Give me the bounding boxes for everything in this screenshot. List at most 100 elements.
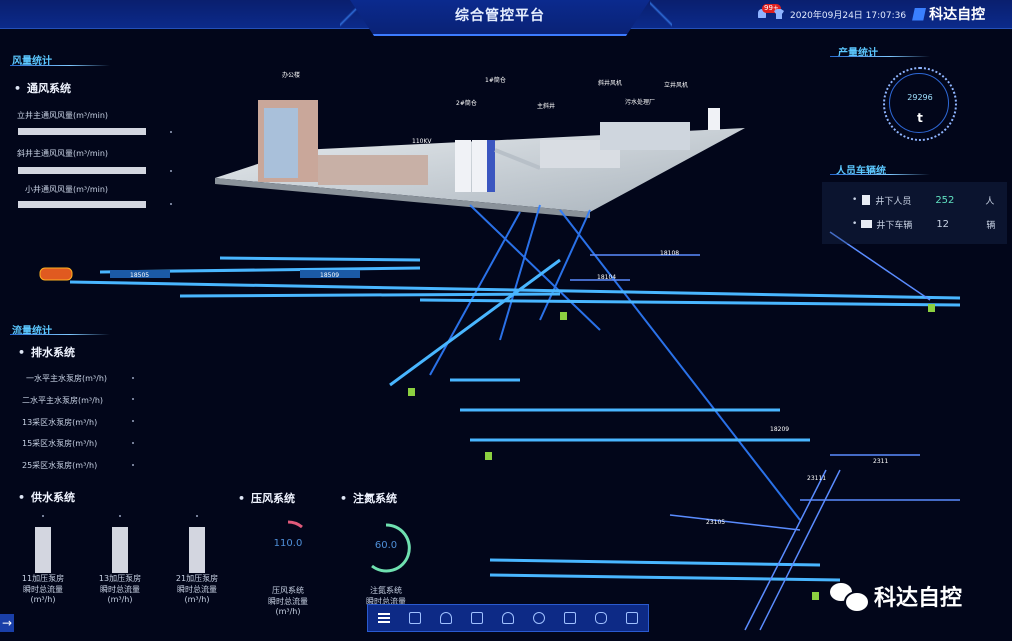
- ventilation-system-label: 通风系统: [14, 80, 71, 96]
- drain-item-label: 15采区水泵房(m³/h): [22, 439, 98, 448]
- supply-item: 21加压泵房 瞬时总流量 (m³/h): [172, 515, 222, 604]
- pump-icon[interactable]: [595, 612, 608, 624]
- drain-item-label: 二水平主水泵房(m³/h): [22, 396, 104, 405]
- person-location-icon[interactable]: [439, 612, 452, 624]
- production-unit: t: [917, 111, 923, 125]
- panel-icon[interactable]: [408, 612, 421, 624]
- vehicle-row[interactable]: • 井下车辆 12 辆: [852, 218, 996, 231]
- supply-item: 13加压泵房 瞬时总流量 (m³/h): [95, 515, 145, 604]
- notification-bell-icon[interactable]: 99+: [756, 4, 781, 20]
- datetime: 2020年09月24日 17:07:36: [790, 10, 907, 21]
- supply-value: [119, 515, 121, 517]
- layers-icon[interactable]: [533, 612, 546, 624]
- compressed-air-label: 压风系统: [238, 490, 295, 506]
- supply-bar: [35, 527, 51, 573]
- wind-item-value: [170, 170, 172, 172]
- flow-title-underline: [10, 334, 110, 335]
- personnel-label: 井下人员: [875, 196, 912, 207]
- supply-value: [42, 515, 44, 517]
- brand-name: 科达自控: [929, 7, 986, 23]
- window-icon[interactable]: [564, 612, 577, 624]
- watermark: 科达自控: [830, 580, 963, 613]
- apps-icon[interactable]: [626, 612, 639, 624]
- wind-item-label: 小井通风风量(m³/min): [25, 185, 109, 194]
- svg-text:23111: 23111: [807, 475, 826, 482]
- person-icon: [862, 195, 871, 205]
- nitrogen-system-label: 注氮系统: [340, 490, 397, 506]
- production-ring-inner: [889, 73, 949, 133]
- nitrogen-gauge-label: 注氮系统瞬时总流量: [366, 586, 406, 606]
- notification-badge: 99+: [762, 4, 781, 13]
- drain-item-value: [132, 464, 134, 466]
- vehicle-label: 井下车辆: [876, 220, 913, 231]
- flow-stats-title: 流量统计: [12, 326, 52, 337]
- wechat-icon: [830, 581, 870, 613]
- svg-text:23105: 23105: [706, 519, 725, 526]
- svg-text:办公楼: 办公楼: [282, 71, 300, 79]
- drain-item-value: [132, 420, 134, 422]
- page-title: 综合管控平台: [455, 8, 545, 24]
- air-gauge-value: 110.0: [273, 538, 303, 549]
- wind-item-label: 立井主通风风量(m³/min): [17, 111, 109, 120]
- supply-unit: (m³/h): [107, 595, 133, 604]
- brand-mark-icon: [912, 7, 927, 21]
- svg-text:斜井风机: 斜井风机: [598, 79, 622, 87]
- water-supply-label: 供水系统: [18, 489, 75, 505]
- svg-text:18108: 18108: [660, 250, 679, 257]
- wind-item-value: [170, 203, 172, 205]
- production-ring: [883, 67, 957, 141]
- nitrogen-gauge: [371, 523, 411, 573]
- personnel-title-underline: [830, 174, 930, 175]
- personnel-vehicle-box: • 井下人员 252 人 • 井下车辆 12 辆: [822, 182, 1007, 244]
- page-title-tab: 综合管控平台: [350, 0, 650, 36]
- drain-item-label: 25采区水泵房(m³/h): [22, 461, 98, 470]
- svg-text:污水处理厂: 污水处理厂: [625, 98, 655, 106]
- brand-logo: 科达自控: [912, 4, 985, 24]
- svg-text:2#筒仓: 2#筒仓: [456, 99, 477, 107]
- air-gauge-label: 压风系统瞬时总流量(m³/h): [268, 586, 308, 616]
- supply-bar: [112, 527, 128, 573]
- supply-unit: (m³/h): [30, 595, 56, 604]
- supply-label-line2: 瞬时总流量: [100, 585, 140, 594]
- svg-text:18104: 18104: [597, 274, 616, 281]
- supply-label-line1: 13加压泵房: [98, 574, 142, 583]
- production-value: 29296: [907, 93, 933, 102]
- drain-item-value: [132, 398, 134, 400]
- svg-text:18509: 18509: [320, 272, 339, 279]
- mine-3d-map[interactable]: 18505 18509 18108 18104 18209 2311 23111…: [0, 60, 1012, 641]
- watermark-text: 科达自控: [874, 586, 963, 611]
- header-decoration-right: [650, 0, 672, 28]
- wind-item-label: 斜井主通风风量(m³/min): [17, 149, 109, 158]
- supply-label-line2: 瞬时总流量: [177, 585, 217, 594]
- vehicle-unit: 辆: [986, 220, 996, 231]
- svg-text:主斜井: 主斜井: [537, 102, 555, 110]
- vehicle-count: 12: [936, 218, 950, 230]
- svg-text:1#筒仓: 1#筒仓: [485, 76, 506, 84]
- personnel-stats-title: 人员车辆统: [836, 166, 886, 177]
- grid-icon[interactable]: [470, 612, 483, 624]
- wind-stats-title: 风量统计: [12, 56, 52, 67]
- supply-label-line1: 11加压泵房: [21, 574, 65, 583]
- nitrogen-gauge-value: 60.0: [374, 540, 398, 551]
- supply-label-line2: 瞬时总流量: [23, 585, 63, 594]
- personnel-row[interactable]: • 井下人员 252 人: [852, 194, 995, 207]
- air-gauge: [287, 520, 303, 529]
- svg-text:18505: 18505: [130, 272, 149, 279]
- user-icon[interactable]: [774, 9, 784, 19]
- worker-icon[interactable]: [501, 612, 514, 624]
- supply-unit: (m³/h): [184, 595, 210, 604]
- drain-item-label: 13采区水泵房(m³/h): [22, 418, 98, 427]
- personnel-count: 252: [935, 194, 955, 206]
- wind-item-value: [170, 131, 172, 133]
- supply-value: [196, 515, 198, 517]
- svg-text:110KV: 110KV: [412, 138, 432, 145]
- header-right: 99+ 2020年09月24日 17:07:36 科达自控: [756, 4, 985, 24]
- svg-text:立井风机: 立井风机: [664, 81, 688, 89]
- personnel-unit: 人: [985, 196, 995, 207]
- supply-item: 11加压泵房 瞬时总流量 (m³/h): [18, 515, 68, 604]
- menu-icon[interactable]: [377, 613, 390, 623]
- expand-arrow-button[interactable]: →: [0, 614, 14, 632]
- drainage-system-label: 排水系统: [18, 344, 75, 360]
- svg-text:18209: 18209: [770, 426, 789, 433]
- svg-text:2311: 2311: [873, 458, 888, 465]
